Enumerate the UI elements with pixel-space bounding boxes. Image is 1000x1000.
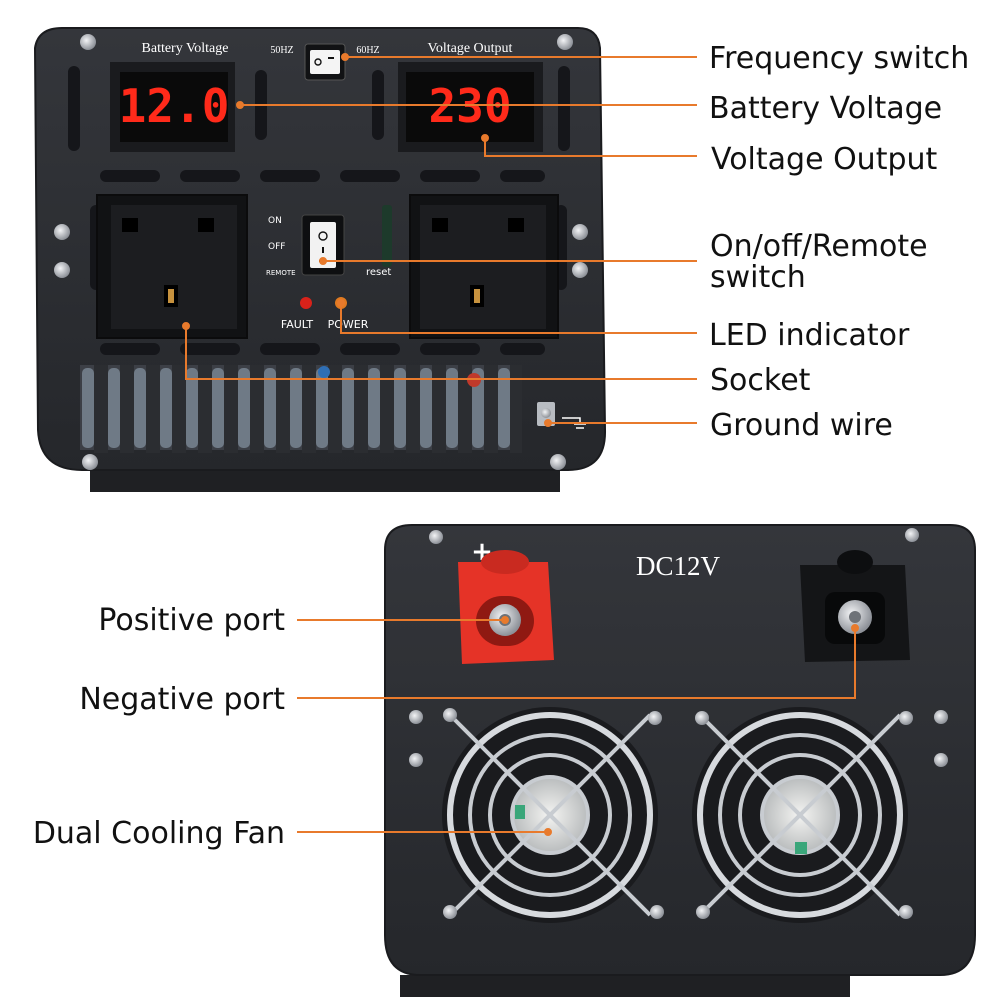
screw: [80, 34, 96, 50]
switch-off-label: OFF: [268, 242, 285, 252]
callout-line-led: [340, 303, 697, 334]
front-mount-foot: [90, 470, 560, 492]
cooling-fan-right: [692, 707, 913, 923]
switch-remote-label: REMOTE: [266, 269, 296, 277]
callout-ground-wire: Ground wire: [710, 408, 893, 443]
callout-line-socket: [185, 326, 697, 380]
callout-socket: Socket: [710, 363, 811, 398]
battery-voltage-title: Battery Voltage: [142, 41, 229, 56]
front-lower-vents: [80, 365, 522, 453]
back-mount-foot: [400, 975, 850, 997]
battery-voltage-display: 12.0: [110, 62, 235, 152]
voltage-output-title: Voltage Output: [428, 41, 513, 56]
screw: [572, 262, 588, 278]
screw: [82, 454, 98, 470]
reset-label: reset: [366, 267, 391, 278]
screw: [550, 454, 566, 470]
negative-terminal[interactable]: [800, 550, 910, 662]
callout-onoff-line1: On/off/Remote: [710, 229, 928, 264]
callout-line-negative: [297, 628, 856, 699]
screw: [54, 224, 70, 240]
screw: [572, 224, 588, 240]
power-label: POWER: [328, 318, 369, 331]
battery-voltage-reading: 12.0: [119, 79, 230, 133]
right-socket[interactable]: [409, 194, 559, 339]
callout-negative-port: Negative port: [79, 682, 285, 717]
freq-50-label: 50HZ: [270, 45, 293, 56]
screw: [54, 262, 70, 278]
back-panel: DC12V +: [384, 524, 976, 997]
fault-label: FAULT: [281, 318, 314, 331]
callout-dual-cooling-fan: Dual Cooling Fan: [33, 816, 285, 851]
switch-on-label: ON: [268, 216, 282, 226]
callout-frequency-switch: Frequency switch: [709, 41, 969, 76]
dc-voltage-label: DC12V: [636, 551, 721, 581]
reset-button[interactable]: [382, 205, 392, 267]
callout-voltage-output: Voltage Output: [711, 142, 938, 177]
callout-lines: [182, 53, 859, 836]
frequency-switch[interactable]: [304, 43, 346, 81]
callout-led-indicator: LED indicator: [709, 318, 910, 353]
callout-line-output: [484, 138, 697, 157]
cooling-fan-left: [442, 707, 664, 923]
callout-battery-voltage: Battery Voltage: [709, 91, 942, 126]
freq-60-label: 60HZ: [356, 45, 379, 56]
screw: [557, 34, 573, 50]
voltage-output-display: 230: [398, 62, 543, 152]
left-socket[interactable]: [96, 194, 248, 339]
fault-led: [300, 297, 312, 309]
back-screws: [409, 528, 948, 767]
callout-positive-port: Positive port: [98, 603, 285, 638]
callout-onoff-line2: switch: [710, 260, 806, 295]
onoff-remote-switch[interactable]: [301, 214, 345, 276]
front-screws: [54, 34, 588, 470]
